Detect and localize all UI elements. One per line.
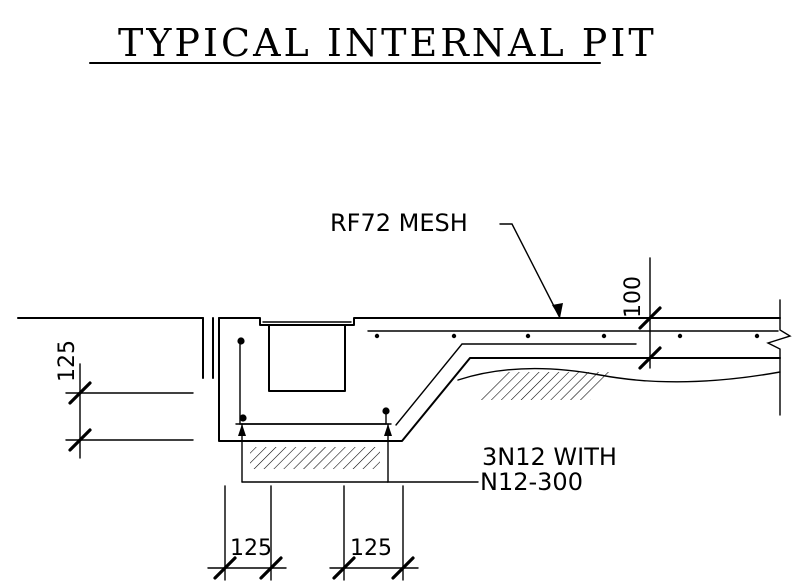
mesh-dot bbox=[601, 333, 607, 339]
break-line bbox=[766, 299, 792, 416]
reinforcement bbox=[235, 330, 779, 426]
mesh-dot bbox=[754, 333, 760, 339]
bars-label-line2: N12-300 bbox=[480, 468, 583, 496]
drawing-title: TYPICAL INTERNAL PIT bbox=[118, 21, 657, 65]
dim-bottom-left: 125 bbox=[207, 485, 287, 581]
bar-dot bbox=[237, 337, 245, 345]
mesh-dot bbox=[451, 333, 457, 339]
mesh-callout: RF72 MESH bbox=[330, 209, 563, 319]
mesh-dot bbox=[374, 333, 380, 339]
bar-dot bbox=[382, 407, 390, 415]
dim-left-depth-value: 125 bbox=[55, 340, 80, 382]
ground-hatching bbox=[250, 367, 781, 469]
bar-dot bbox=[239, 414, 247, 422]
existing-slab bbox=[17, 317, 214, 379]
mesh-dot bbox=[525, 333, 531, 339]
dim-bottom-right-value: 125 bbox=[350, 536, 392, 561]
dim-slab-thickness: 100 bbox=[621, 257, 662, 370]
dim-bottom-right: 125 bbox=[329, 485, 419, 581]
mesh-dot bbox=[677, 333, 683, 339]
mesh-label: RF72 MESH bbox=[330, 209, 468, 237]
bars-label-line1: 3N12 WITH bbox=[482, 443, 617, 471]
dim-bottom-left-value: 125 bbox=[230, 536, 272, 561]
dim-slab-thickness-value: 100 bbox=[621, 276, 646, 318]
dim-left-depth: 125 bbox=[55, 340, 194, 459]
pit-outline bbox=[218, 317, 781, 442]
bar-callout: 3N12 WITH N12-300 bbox=[238, 423, 617, 496]
